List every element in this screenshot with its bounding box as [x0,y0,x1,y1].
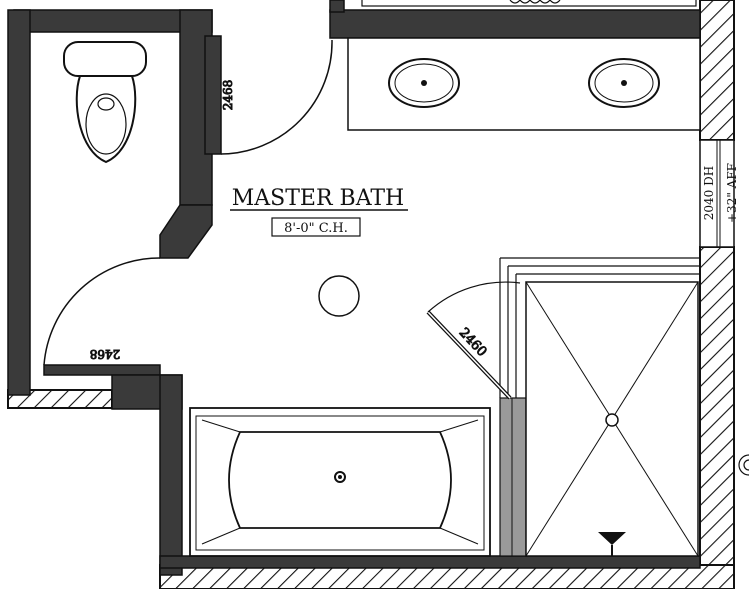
shower [499,257,700,557]
shower-head-icon [598,532,626,545]
room-name: MASTER BATH [232,186,405,211]
exterior-wall-right-lower [699,246,735,589]
window-sill-height: +32" AFF [725,163,739,223]
wall-left [7,9,31,396]
sink-left [388,58,460,108]
entry-door: 2468 [221,39,333,155]
exterior-fixture-fragment [738,454,749,476]
wall-left-lower-c [159,374,183,576]
toilet-room-door-size: 2468 [90,347,121,361]
wall-bottom-inner [159,555,701,569]
window-size: 2040 DH [702,166,716,220]
entry-door-size: 2468 [221,80,235,111]
wall-toilet-angle [159,204,213,259]
shower-drain-icon [605,413,619,427]
room-label: MASTER BATH 8'-0" C.H. [230,186,408,237]
vanity [347,37,701,131]
window-labels: 2040 DH +32" AFF [702,163,739,223]
toilet-tank [63,41,147,77]
ceiling-light-icon [318,275,360,317]
wall-top-right [329,9,701,39]
wall-left-lower-a [43,364,161,376]
top-fixture-fragment [361,0,697,7]
ceiling-height: 8'-0" C.H. [284,221,348,236]
toilet-bowl [75,75,137,164]
shower-enclosure [499,257,700,398]
shower-door-size: 2460 [456,325,490,359]
shower-curb [499,397,527,557]
exterior-walls [7,0,735,589]
exterior-wall-right-upper [699,0,735,141]
exterior-wall-bottom [159,564,735,589]
wall-toilet-door-jamb [204,35,222,155]
sink-right [588,58,660,108]
toilet-room-door: 2468 [43,257,161,366]
wall-top-right-stub [329,0,345,13]
toilet [63,41,147,164]
shower-door: 2460 [426,281,521,400]
bathtub [189,407,491,557]
interior-walls [7,0,701,576]
window [699,139,735,248]
